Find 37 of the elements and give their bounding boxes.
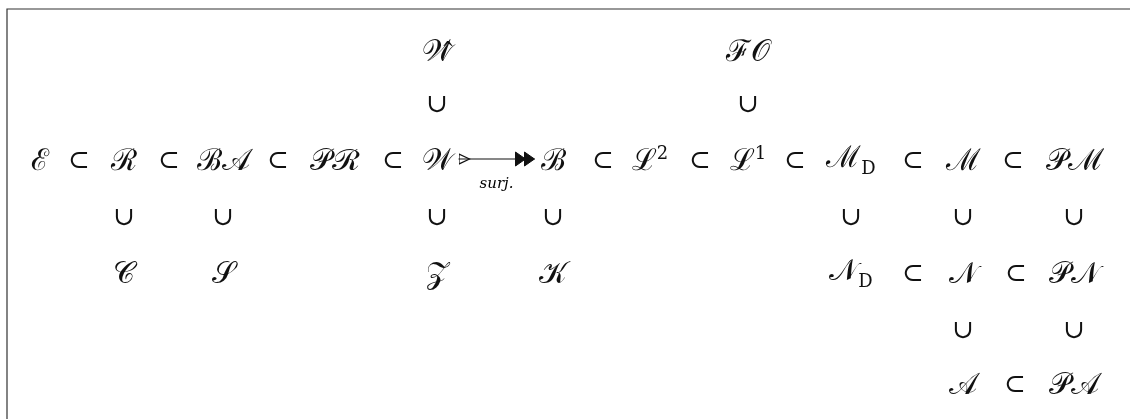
- edge-label: surj.: [479, 174, 514, 192]
- surjection-arrow: [457, 151, 536, 167]
- set-symbol: ℱ𝒪: [726, 33, 770, 67]
- relation-symbol: ⊂: [1004, 368, 1026, 398]
- set-symbol: ℰ: [31, 142, 49, 176]
- set-symbol: ℬ: [540, 142, 566, 176]
- relation-symbol: ∪: [1063, 314, 1085, 344]
- relation-symbol: ∪: [737, 88, 759, 118]
- set-symbol: 𝒩$_{D}$: [829, 253, 873, 291]
- relation-symbol: ∪: [426, 201, 448, 231]
- relation-symbol: ⊂: [1002, 144, 1024, 174]
- relation-symbol: ⊂: [902, 144, 924, 174]
- relation-symbol: ∪: [113, 201, 135, 231]
- set-symbol: ℳ$_{D}$: [826, 140, 876, 178]
- relation-symbol: ⊂: [689, 144, 711, 174]
- relation-symbol: ⊂: [902, 257, 924, 287]
- set-symbol: 𝒫ℛ: [310, 142, 360, 176]
- relation-symbol: ⊂: [592, 144, 614, 174]
- set-symbol: ℛ: [111, 142, 137, 176]
- relation-symbol: ⊂: [784, 144, 806, 174]
- relation-symbol: ⊂: [158, 144, 180, 174]
- relation-symbol: ∪: [212, 201, 234, 231]
- relation-symbol: ⊂: [68, 144, 90, 174]
- relation-symbol: ∪: [840, 201, 862, 231]
- relation-symbol: ∪: [952, 201, 974, 231]
- set-symbol: ℒ$^{2}$: [631, 142, 669, 176]
- set-symbol: 𝒫ℳ: [1046, 142, 1102, 176]
- set-symbol: ℒ$^{1}$: [729, 142, 767, 176]
- set-symbol: ℳ: [945, 142, 981, 176]
- relation-symbol: ∪: [1063, 201, 1085, 231]
- set-symbol: 𝒵: [425, 255, 449, 289]
- relation-symbol: ∪: [426, 88, 448, 118]
- relation-symbol: ∪: [542, 201, 564, 231]
- relation-symbol: ∪: [952, 314, 974, 344]
- relation-symbol: ⊂: [1005, 257, 1027, 287]
- relation-symbol: ⊂: [382, 144, 404, 174]
- relation-symbol: ⊂: [267, 144, 289, 174]
